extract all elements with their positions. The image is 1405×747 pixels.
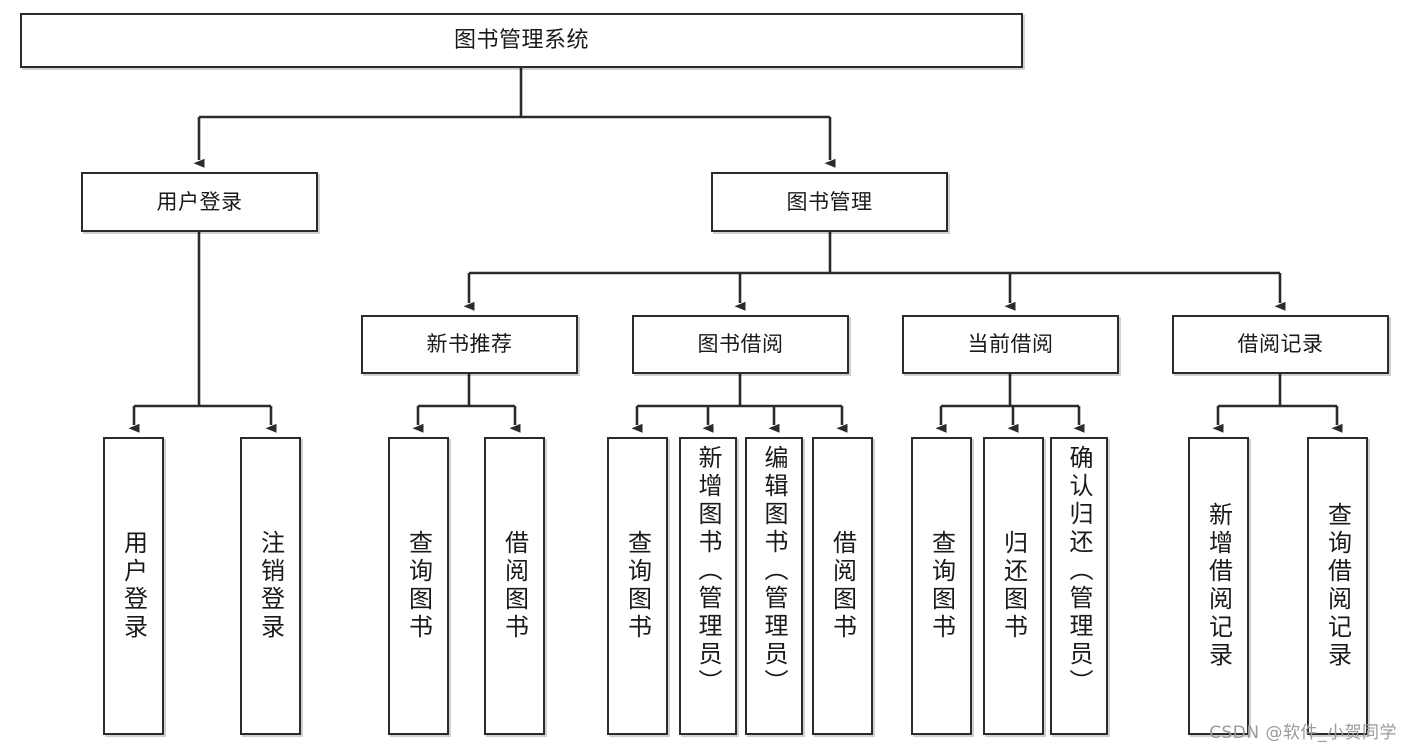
- node-leaf-borrow-book-1-label: 借阅图书: [500, 530, 529, 642]
- node-book-manage-label: 图书管理: [786, 189, 873, 214]
- node-leaf-query-book-2[interactable]: 查询图书: [607, 437, 668, 735]
- node-borrow-record[interactable]: 借阅记录: [1172, 315, 1389, 374]
- node-root[interactable]: 图书管理系统: [20, 13, 1023, 68]
- node-leaf-add-book-label: 新增图书（管理员）: [694, 445, 722, 697]
- node-leaf-query-book-1-label: 查询图书: [404, 530, 433, 642]
- node-leaf-add-book[interactable]: 新增图书（管理员）: [679, 437, 737, 735]
- node-leaf-borrow-book-1[interactable]: 借阅图书: [484, 437, 545, 735]
- node-user-login[interactable]: 用户登录: [81, 172, 318, 232]
- node-leaf-query-book-3[interactable]: 查询图书: [911, 437, 972, 735]
- node-current-borrow[interactable]: 当前借阅: [902, 315, 1119, 374]
- node-book-manage[interactable]: 图书管理: [711, 172, 948, 232]
- node-leaf-add-record[interactable]: 新增借阅记录: [1188, 437, 1249, 735]
- node-leaf-return-book[interactable]: 归还图书: [983, 437, 1044, 735]
- node-leaf-borrow-book-2-label: 借阅图书: [828, 530, 857, 642]
- node-leaf-user-login[interactable]: 用户登录: [103, 437, 164, 735]
- node-user-login-label: 用户登录: [156, 189, 243, 214]
- node-book-borrow[interactable]: 图书借阅: [632, 315, 849, 374]
- node-leaf-query-record-label: 查询借阅记录: [1323, 502, 1352, 670]
- node-new-book-rec[interactable]: 新书推荐: [361, 315, 578, 374]
- node-leaf-add-record-label: 新增借阅记录: [1204, 502, 1233, 670]
- node-leaf-logout[interactable]: 注销登录: [240, 437, 301, 735]
- node-root-label: 图书管理系统: [453, 27, 589, 53]
- node-leaf-query-record[interactable]: 查询借阅记录: [1307, 437, 1368, 735]
- node-leaf-logout-label: 注销登录: [256, 530, 285, 642]
- node-leaf-borrow-book-2[interactable]: 借阅图书: [812, 437, 873, 735]
- watermark-text: CSDN @软件_小贺同学: [1209, 723, 1397, 743]
- node-new-book-rec-label: 新书推荐: [426, 332, 513, 357]
- node-current-borrow-label: 当前借阅: [967, 332, 1054, 357]
- node-leaf-return-book-label: 归还图书: [999, 530, 1028, 642]
- node-leaf-query-book-3-label: 查询图书: [927, 530, 956, 642]
- node-leaf-query-book-1[interactable]: 查询图书: [388, 437, 449, 735]
- node-leaf-query-book-2-label: 查询图书: [623, 530, 652, 642]
- node-borrow-record-label: 借阅记录: [1237, 332, 1324, 357]
- node-leaf-user-login-label: 用户登录: [119, 530, 148, 642]
- node-leaf-confirm-return-label: 确认归还（管理员）: [1065, 445, 1093, 697]
- node-book-borrow-label: 图书借阅: [697, 332, 784, 357]
- node-leaf-edit-book-label: 编辑图书（管理员）: [760, 445, 788, 697]
- node-leaf-edit-book[interactable]: 编辑图书（管理员）: [745, 437, 803, 735]
- node-leaf-confirm-return[interactable]: 确认归还（管理员）: [1050, 437, 1108, 735]
